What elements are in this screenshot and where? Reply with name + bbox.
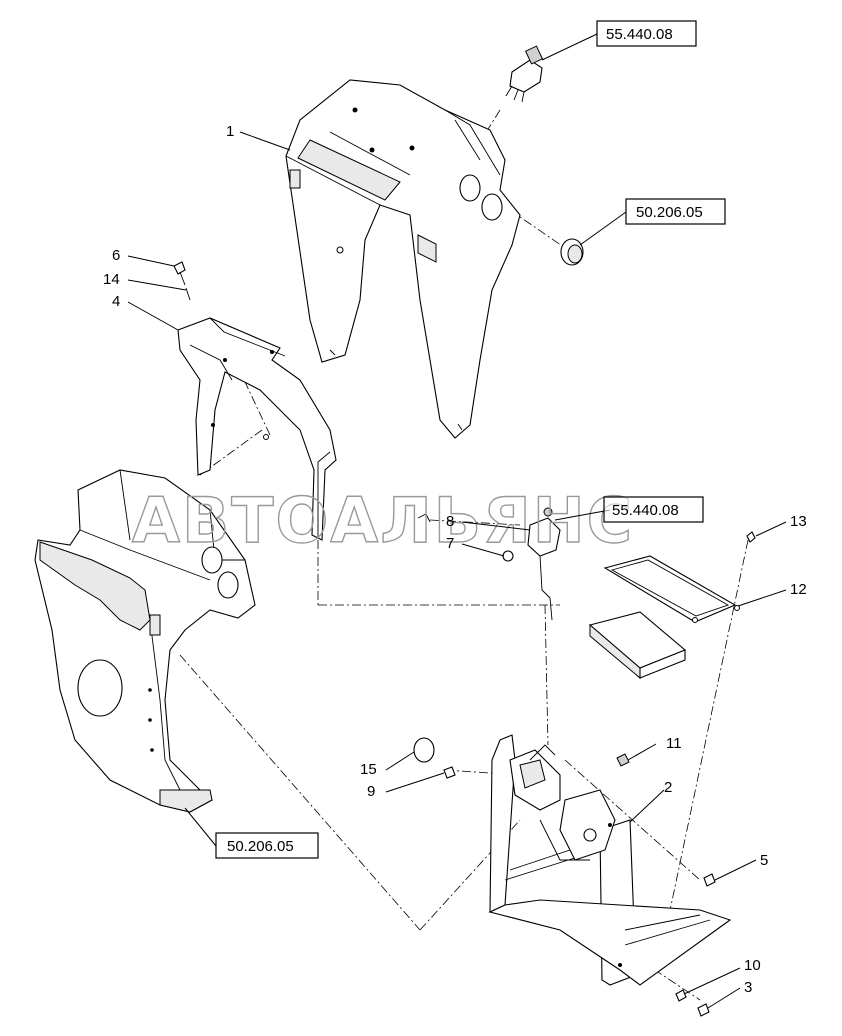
leader-lines — [127, 33, 787, 1009]
part-1-upper-cowl — [285, 79, 521, 439]
callouts: 1 6 14 4 8 7 13 12 11 15 9 2 5 10 3 — [103, 123, 807, 996]
callout-1: 1 — [226, 123, 234, 140]
callout-15: 15 — [360, 761, 377, 778]
part-4-bracket — [177, 317, 337, 541]
callout-11: 11 — [666, 735, 682, 752]
watermark: АВТОАЛЬЯНС — [132, 484, 634, 557]
callout-12: 12 — [790, 581, 807, 598]
callout-8: 8 — [446, 513, 454, 530]
washer-14 — [185, 287, 191, 301]
callout-14: 14 — [103, 271, 120, 288]
key-switch-top — [505, 45, 544, 103]
middle-bracket — [417, 507, 561, 621]
callout-6: 6 — [112, 247, 120, 264]
lower-cowl — [34, 469, 256, 813]
grommet-cap — [560, 238, 584, 266]
reference-label-cap: 50.206.05 — [636, 204, 703, 221]
foam-block — [588, 611, 687, 680]
panel-12 — [603, 555, 740, 623]
washer-10 — [675, 989, 687, 1002]
screw-13 — [746, 531, 756, 543]
callout-7: 7 — [446, 535, 454, 552]
callout-3: 3 — [744, 979, 752, 996]
callout-5: 5 — [760, 852, 768, 869]
plug-15 — [413, 737, 435, 763]
callout-10: 10 — [744, 957, 761, 974]
reference-label-bottom: 50.206.05 — [227, 838, 294, 855]
callout-4: 4 — [112, 293, 120, 310]
reference-label-mid: 55.440.08 — [612, 502, 679, 519]
callout-2: 2 — [664, 779, 672, 796]
callout-13: 13 — [790, 513, 807, 530]
reference-box-top[interactable]: 55.440.08 — [596, 20, 697, 47]
reference-box-cap[interactable]: 50.206.05 — [625, 198, 726, 225]
bolt-5 — [703, 873, 716, 887]
reference-label-top: 55.440.08 — [606, 26, 673, 43]
part-2-frame — [488, 734, 732, 986]
nut-11 — [616, 753, 630, 767]
bolt-3 — [697, 1003, 710, 1017]
reference-box-bottom[interactable]: 50.206.05 — [215, 832, 319, 859]
reference-box-mid[interactable]: 55.440.08 — [603, 496, 704, 523]
screw-6 — [173, 261, 186, 286]
bolt-9 — [443, 766, 456, 779]
callout-9: 9 — [367, 783, 375, 800]
